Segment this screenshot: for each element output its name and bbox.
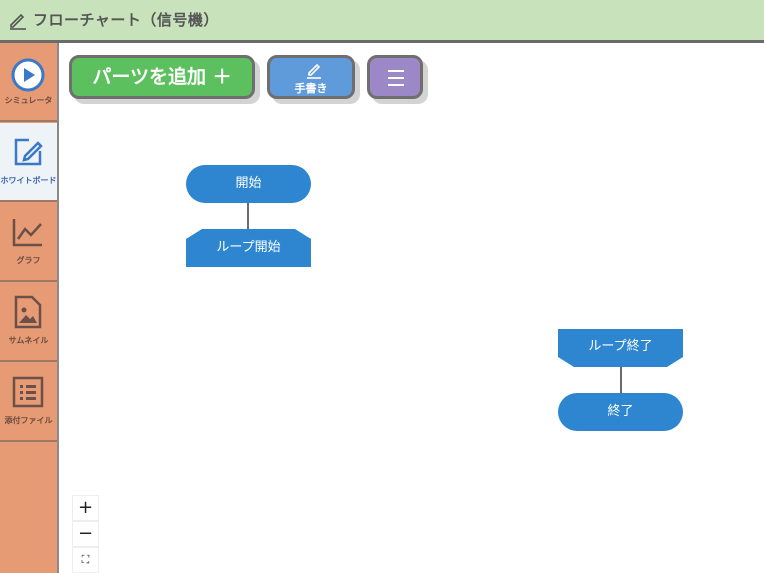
flow-connector bbox=[620, 365, 622, 395]
flow-node-loop-start[interactable]: ループ開始 bbox=[186, 229, 311, 267]
line-chart-icon bbox=[12, 219, 42, 247]
sidebar-item-label: 添付ファイル bbox=[4, 416, 53, 425]
sidebar-item-thumbnail[interactable]: サムネイル bbox=[0, 283, 57, 362]
handwrite-button[interactable]: 手書き bbox=[267, 55, 355, 99]
whiteboard-canvas[interactable]: パーツを追加 ＋ 手書き 開始 ループ開始 ループ終了 終了 + − ⛶ bbox=[59, 43, 764, 573]
sidebar-item-graph[interactable]: グラフ bbox=[0, 203, 57, 282]
menu-button[interactable] bbox=[367, 55, 423, 99]
sidebar: シミュレータ ホワイトボード グラフ サムネイル bbox=[0, 43, 59, 573]
zoom-out-button[interactable]: − bbox=[72, 521, 99, 547]
sidebar-item-label: グラフ bbox=[16, 256, 41, 265]
title-bar: フローチャート（信号機） bbox=[0, 0, 764, 43]
flow-connector bbox=[247, 201, 249, 231]
image-file-icon bbox=[14, 295, 42, 329]
sidebar-item-label: シミュレータ bbox=[4, 96, 53, 105]
flow-node-loop-end[interactable]: ループ終了 bbox=[558, 329, 683, 367]
add-parts-button[interactable]: パーツを追加 ＋ bbox=[69, 55, 255, 99]
pencil-icon bbox=[307, 63, 321, 79]
pencil-icon bbox=[10, 13, 26, 30]
flow-node-start[interactable]: 開始 bbox=[186, 165, 311, 203]
fit-view-button[interactable]: ⛶ bbox=[72, 547, 99, 573]
expand-icon: ⛶ bbox=[81, 553, 90, 566]
zoom-in-button[interactable]: + bbox=[72, 495, 99, 521]
page-title: フローチャート（信号機） bbox=[33, 11, 219, 29]
edit-box-icon bbox=[14, 138, 43, 166]
play-circle-icon bbox=[11, 58, 45, 92]
list-file-icon bbox=[12, 376, 44, 408]
sidebar-item-whiteboard[interactable]: ホワイトボード bbox=[0, 123, 57, 202]
flow-node-end[interactable]: 終了 bbox=[558, 393, 683, 431]
sidebar-item-label: ホワイトボード bbox=[0, 176, 57, 185]
sidebar-item-simulator[interactable]: シミュレータ bbox=[0, 43, 57, 122]
sidebar-item-label: サムネイル bbox=[8, 336, 49, 345]
sidebar-item-attachments[interactable]: 添付ファイル bbox=[0, 363, 57, 442]
handwrite-label: 手書き bbox=[294, 82, 328, 95]
